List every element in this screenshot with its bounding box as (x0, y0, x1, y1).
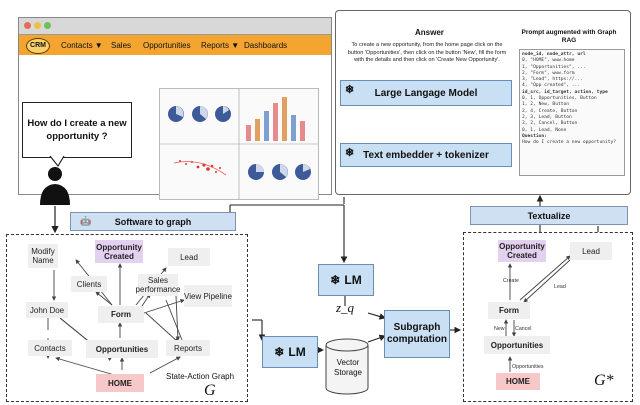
prompt-line: How do I create a new opportunity? (522, 140, 617, 146)
sub-node-opportunity-created[interactable]: Opportunity Created (498, 240, 546, 262)
maximize-dot-icon[interactable] (44, 22, 51, 29)
node-lead[interactable]: Lead (168, 248, 210, 266)
large-language-model-label: Large Langage Model (374, 87, 478, 99)
lm-box-top: ❄ LM (318, 264, 374, 296)
lm-box-bottom: ❄ LM (262, 336, 318, 368)
snowflake-icon: ❄ (330, 273, 341, 287)
nav-reports[interactable]: Reports ▼ (201, 41, 240, 50)
vector-storage-label: Vector Storage (333, 358, 363, 377)
node-reports[interactable]: Reports (166, 340, 210, 356)
window-titlebar (19, 18, 331, 35)
node-form[interactable]: Form (98, 306, 144, 323)
prompt-line: node_id, node_attr, url (522, 52, 586, 57)
snowflake-icon: ❄ (274, 345, 285, 359)
prompt-line: id_src, id_target, action, type (522, 89, 608, 95)
large-language-model-box: ❄ Large Langage Model (340, 80, 512, 106)
lm-label-top: LM (344, 273, 362, 287)
prompt-line: 1, "Opportunities", ... (522, 64, 586, 70)
state-action-graph-box (6, 234, 248, 402)
node-opportunity-created[interactable]: Opportunity Created (95, 240, 143, 263)
node-opportunities[interactable]: Opportunities (86, 340, 158, 358)
prompt-line: Question: (522, 133, 547, 139)
crm-navbar (19, 35, 331, 55)
node-view-pipeline[interactable]: View Pipeline (184, 285, 232, 307)
question-bubble: How do I create a new opportunity ? (22, 102, 132, 158)
node-contacts[interactable]: Contacts (28, 340, 72, 356)
prompt-line: 3, 2, Cancel, Button (522, 121, 578, 127)
edge-label-new: New (494, 326, 505, 332)
snowflake-icon: ❄ (345, 147, 355, 159)
prompt-line: 0, 1, Opportunities, Button (522, 96, 597, 102)
prompt-line: 4, "Opp created", ... (522, 83, 581, 89)
z-q-label: z_q (336, 300, 355, 315)
prompt-line: 2, "Form", www.form (522, 70, 575, 76)
prompt-line: 0, "HOME", www.home (522, 58, 575, 64)
sub-node-opportunities[interactable]: Opportunities (484, 336, 550, 354)
node-sales-performance[interactable]: Sales performance (135, 274, 181, 296)
subgraph-box (463, 232, 633, 402)
prompt-line: 0, 1, Lead, None (522, 127, 567, 133)
minimize-dot-icon[interactable] (34, 22, 41, 29)
textualize-button[interactable]: Textualize (470, 206, 628, 225)
graph-symbol-g: G (204, 382, 216, 399)
subgraph-computation-box: Subgraph computation (384, 310, 450, 358)
question-text: How do I create a new opportunity ? (27, 118, 127, 142)
vector-storage-cylinder (325, 338, 369, 395)
software-to-graph-button[interactable]: 🤖 Software to graph (70, 212, 236, 231)
nav-opportunities[interactable]: Opportunities (143, 41, 191, 50)
nav-sales[interactable]: Sales (111, 41, 132, 50)
close-dot-icon[interactable] (24, 22, 31, 29)
prompt-line: 3, "Lead", https://... (522, 77, 583, 83)
nav-contacts[interactable]: Contacts ▼ (61, 41, 103, 50)
dashboard-thumbnail (159, 88, 319, 200)
state-action-graph-caption: State-Action Graph (166, 372, 235, 381)
edge-label-cancel: Cancel (515, 326, 532, 332)
node-john-doe[interactable]: John Doe (26, 302, 68, 318)
text-embedder-label: Text embedder + tokenizer (363, 149, 489, 161)
prompt-line: 2, 4, Create, Button (522, 108, 578, 114)
user-icon (40, 167, 70, 205)
sub-node-form[interactable]: Form (488, 302, 530, 319)
edge-label-create: Create (503, 278, 519, 284)
edge-label-lead: Lead (554, 284, 566, 290)
crm-logo: CRM (26, 38, 50, 54)
edge-label-opportunities: Opportunities (512, 364, 544, 370)
crm-window: CRM Contacts ▼ Sales Opportunities Repor… (18, 17, 332, 200)
text-embedder-box: ❄ Text embedder + tokenizer (340, 143, 512, 167)
sub-node-lead[interactable]: Lead (570, 242, 612, 260)
dashboard-charts (160, 89, 318, 199)
node-clients[interactable]: Clients (71, 276, 107, 292)
lm-label-bottom: LM (288, 345, 306, 359)
nav-dashboards[interactable]: Dashboards (244, 41, 288, 50)
robot-icon: 🤖 (80, 216, 92, 226)
answer-title: Answer (415, 28, 444, 37)
snowflake-icon: ❄ (345, 84, 355, 96)
prompt-line: 2, 3, Lead, Button (522, 114, 572, 120)
graph-symbol-g-star: G* (594, 372, 614, 389)
node-home[interactable]: HOME (96, 374, 144, 392)
prompt-line: 1, 2, New, Button (522, 102, 570, 108)
answer-text: To create a new opportunity, from the ho… (347, 42, 507, 63)
sub-node-home[interactable]: HOME (496, 373, 540, 390)
software-to-graph-label: Software to graph (114, 216, 192, 227)
prompt-title: Prompt augmented with Graph RAG (521, 29, 617, 44)
node-modify-name[interactable]: Modify Name (28, 244, 58, 268)
